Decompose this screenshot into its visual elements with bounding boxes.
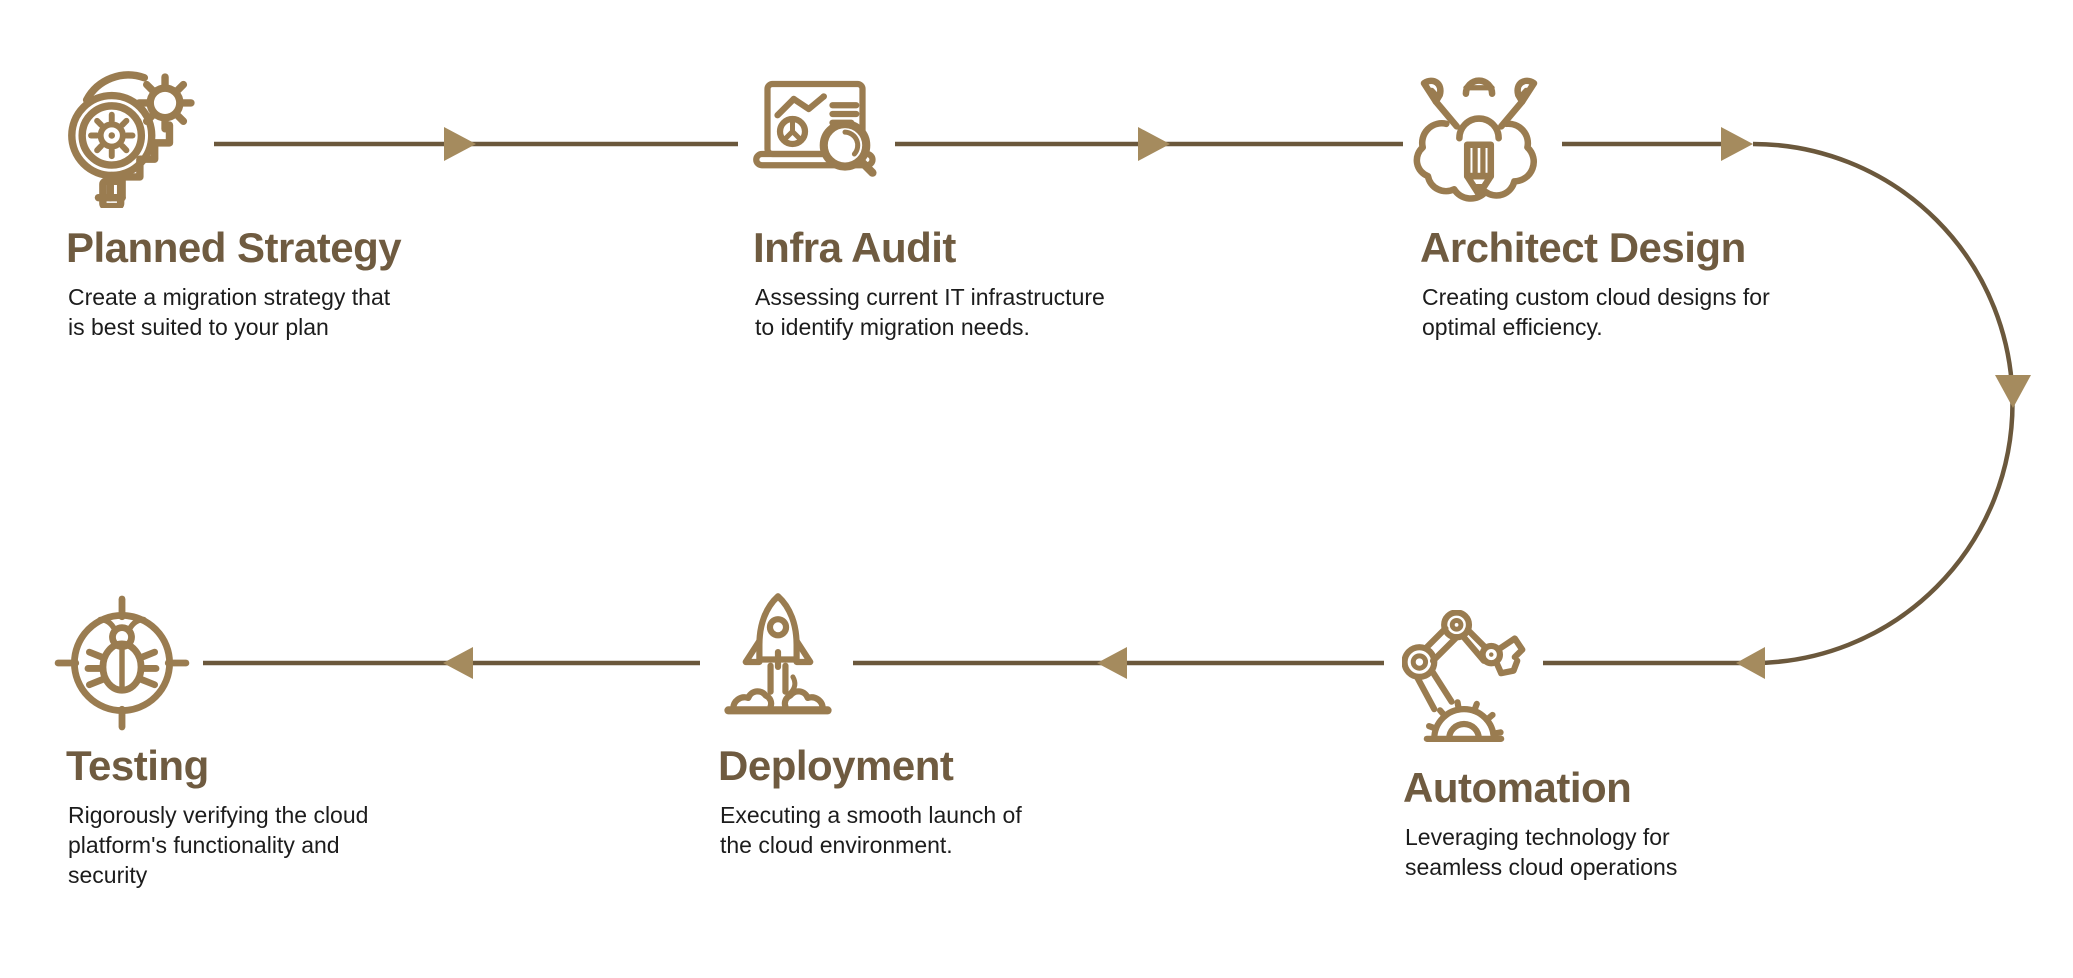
arrow-left-icon <box>1097 647 1127 679</box>
connector-curve <box>1752 141 2015 666</box>
arrow-left-icon <box>1736 647 1765 679</box>
arrow-right-icon <box>1721 127 1753 161</box>
arrow-down-icon <box>1995 375 2031 408</box>
arrow-right-icon <box>1138 127 1170 161</box>
arrow-left-icon <box>443 647 473 679</box>
arrow-right-icon <box>444 127 476 161</box>
